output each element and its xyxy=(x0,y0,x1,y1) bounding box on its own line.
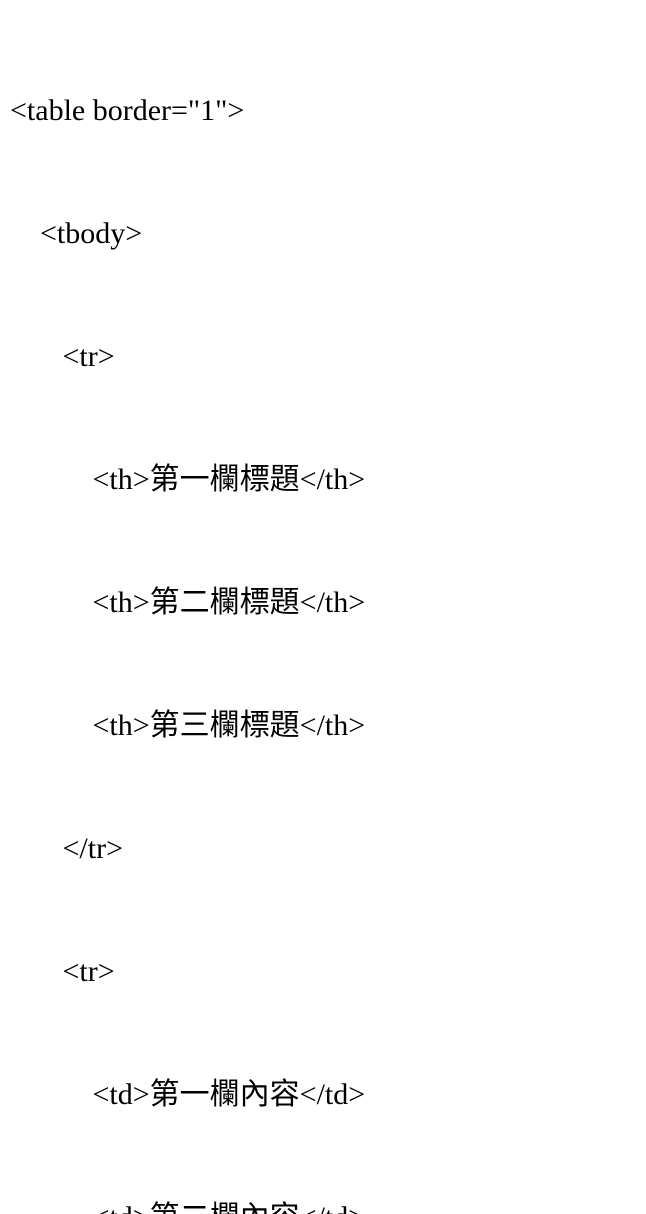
code-line: <tr> xyxy=(10,955,115,988)
code-line: <tbody> xyxy=(10,217,143,250)
code-line: <th>第二欄標題</th> xyxy=(10,586,366,619)
code-line: </tr> xyxy=(10,832,124,865)
code-line: <tr> xyxy=(10,340,115,373)
code-line: <table border="1"> xyxy=(10,94,245,127)
code-line: <td>第二欄內容</td> xyxy=(10,1197,640,1214)
code-line: <th>第一欄標題</th> xyxy=(10,463,366,496)
code-line: <th>第三欄標題</th> xyxy=(10,709,366,742)
code-line: <td>第一欄內容</td> xyxy=(10,1078,366,1111)
